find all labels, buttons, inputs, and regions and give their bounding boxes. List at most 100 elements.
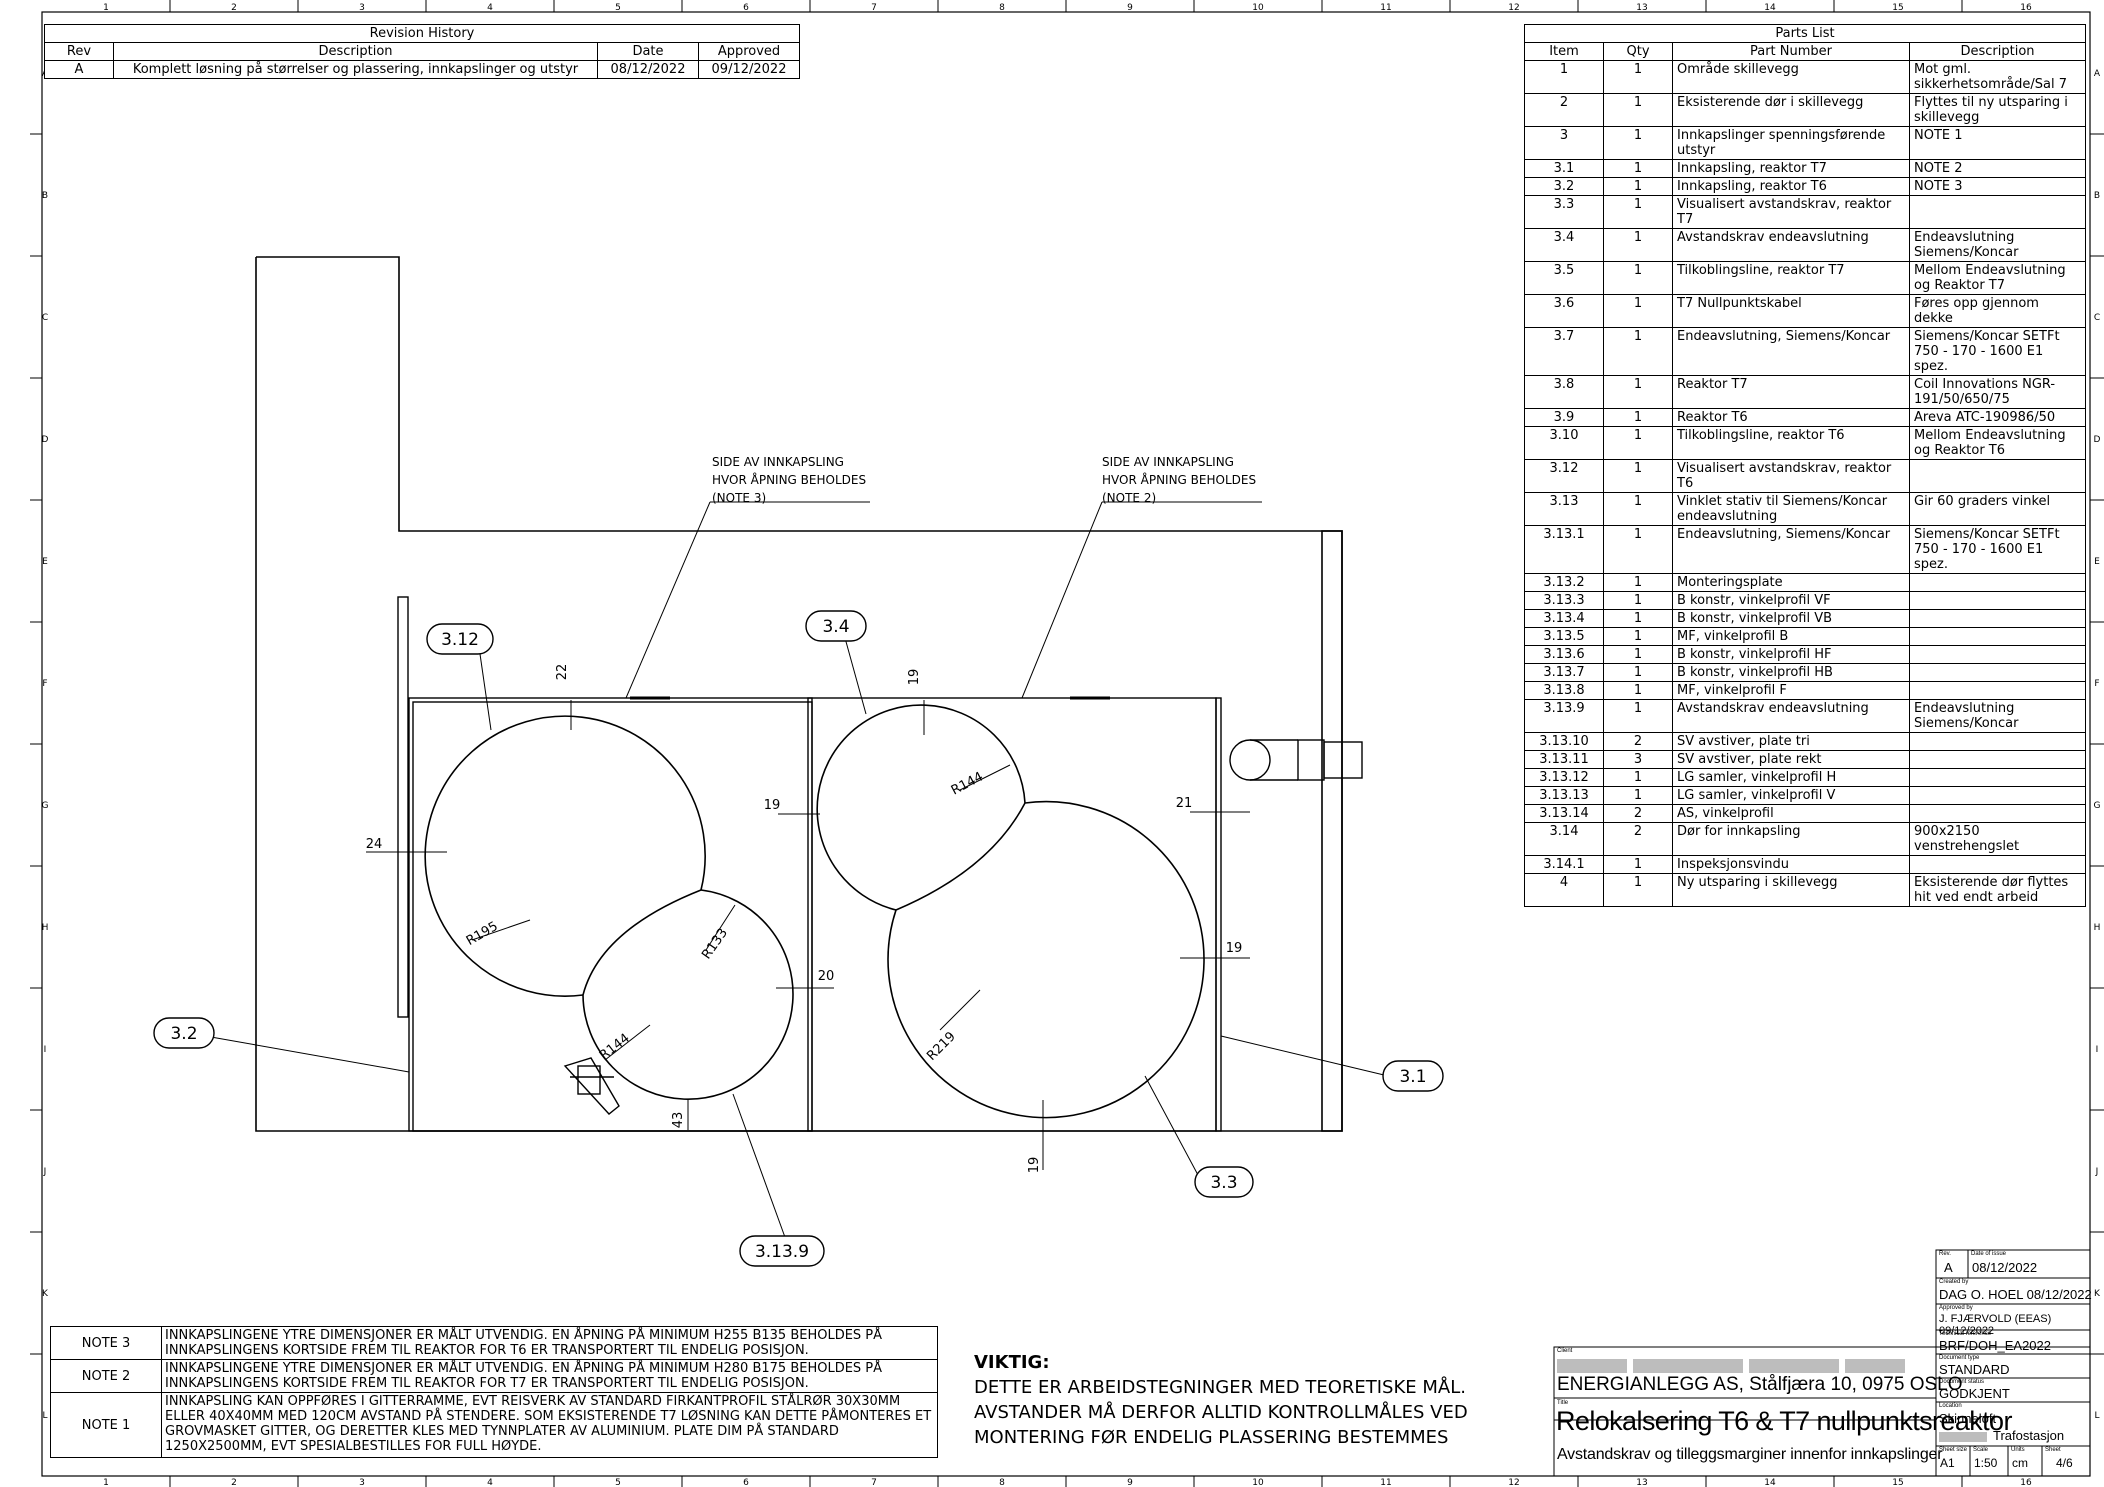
parts-item-cell: 3.3	[1524, 195, 1604, 229]
note-label: NOTE 2	[50, 1359, 162, 1393]
zone-label: 2	[231, 3, 237, 13]
balloon-frame	[1382, 1060, 1444, 1092]
parts-part-number-cell: Reaktor T7	[1672, 375, 1910, 409]
zone-label: G	[42, 801, 49, 811]
redacted-block	[1939, 1431, 1987, 1442]
leader-note-line: SIDE AV INNKAPSLING	[712, 455, 844, 469]
leader-note-line: HVOR ÅPNING BEHOLDES	[1102, 472, 1256, 487]
parts-description-cell: Eksisterende dør flyttes hit ved endt ar…	[1909, 873, 2086, 907]
parts-description-cell: Coil Innovations NGR-191/50/650/75	[1909, 375, 2086, 409]
zone-label: F	[42, 679, 47, 689]
balloon-label: 3.12	[441, 630, 479, 650]
dimension-lines	[366, 700, 1250, 1170]
zone-label: 15	[1892, 3, 1903, 13]
tb-doctype: STANDARD	[1939, 1362, 2010, 1377]
balloon-frame	[805, 610, 867, 642]
parts-item-cell: 3.13.9	[1524, 699, 1604, 733]
rev-cell: Komplett løsning på størrelser og plasse…	[113, 60, 598, 79]
balloon-label: 3.4	[822, 617, 849, 637]
zone-label: I	[2096, 1045, 2099, 1055]
zone-ticks	[30, 0, 2104, 1487]
parts-item-cell: 3.13.1	[1524, 525, 1604, 574]
zone-label: 16	[2020, 3, 2032, 13]
parts-part-number-cell: Dør for innkapsling	[1672, 822, 1910, 856]
zone-label: J	[2095, 1167, 2099, 1177]
parts-part-number-cell: Eksisterende dør i skillevegg	[1672, 93, 1910, 127]
parts-item-cell: 3.13.7	[1524, 663, 1604, 682]
parts-item-cell: 3.1	[1524, 159, 1604, 178]
zone-label: D	[2094, 435, 2101, 445]
balloon-frame	[426, 623, 494, 655]
note-text: INNKAPSLING KAN OPPFØRES I GITTERRAMME, …	[161, 1392, 938, 1458]
zone-label: 3	[359, 1478, 365, 1487]
rev-cell: 09/12/2022	[698, 60, 800, 79]
tb-sheet: 4/6	[2056, 1456, 2073, 1470]
parts-item-cell: 3.4	[1524, 228, 1604, 262]
notes-table: NOTE 3 INNKAPSLINGENE YTRE DIMENSJONER E…	[50, 1326, 938, 1458]
zone-label: E	[2094, 557, 2100, 567]
redacted-block	[1633, 1358, 1743, 1373]
tb-units-label: Units	[2011, 1447, 2025, 1453]
parts-description-cell: Mellom Endeavslutning og Reaktor T7	[1909, 261, 2086, 295]
tb-scale-label: Scale	[1973, 1447, 1989, 1453]
zone-label: 15	[1892, 1478, 1903, 1487]
zone-label: 12	[1508, 3, 1519, 13]
zone-label: 8	[999, 1478, 1005, 1487]
tb-created-label: Created by	[1939, 1279, 1969, 1285]
parts-part-number-cell: Innkapsling, reaktor T6	[1672, 177, 1910, 196]
zone-label: 5	[615, 1478, 621, 1487]
balloon-label: 3.13.9	[755, 1242, 809, 1262]
parts-qty-cell: 1	[1603, 492, 1673, 526]
parts-part-number-cell: Endeavslutning, Siemens/Koncar	[1672, 327, 1910, 376]
parts-qty-cell: 1	[1603, 699, 1673, 733]
zone-label: 13	[1636, 1478, 1647, 1487]
dimension-label: 19	[1027, 1157, 1042, 1174]
enclosures	[408, 696, 1222, 1132]
parts-description-cell: Mot gml. sikkerhetsområde/Sal 7	[1909, 60, 2086, 94]
zone-label: H	[2094, 923, 2101, 933]
zone-label: 14	[1764, 3, 1776, 13]
zone-label: 9	[1127, 1478, 1133, 1487]
zone-label: J	[43, 1167, 47, 1177]
tb-techref: BRF/DOH_EA2022	[1939, 1338, 2051, 1353]
parts-description-cell: Føres opp gjennom dekke	[1909, 294, 2086, 328]
redacted-block	[1749, 1358, 1839, 1373]
parts-item-cell: 3.6	[1524, 294, 1604, 328]
revision-history-table: Revision History Rev Description Date Ap…	[44, 24, 800, 79]
zone-label: 12	[1508, 1478, 1519, 1487]
parts-part-number-cell: Innkapslinger spenningsførende utstyr	[1672, 126, 1910, 160]
parts-description-cell: Areva ATC-190986/50	[1909, 408, 2086, 427]
clearance-circles	[424, 704, 1205, 1119]
leader-note-line: HVOR ÅPNING BEHOLDES	[712, 472, 866, 487]
parts-item-cell: 3.14	[1524, 822, 1604, 856]
dimension-label: 19	[764, 798, 781, 813]
dimension-label: 21	[1176, 796, 1193, 811]
tb-rev-label: Rev.	[1939, 1251, 1951, 1257]
table-row: A Komplett løsning på størrelser og plas…	[44, 60, 800, 79]
important-notice: VIKTIG: DETTE ER ARBEIDSTEGNINGER MED TE…	[974, 1350, 1494, 1450]
zone-label: 11	[1380, 1478, 1391, 1487]
rev-header-approved: Approved	[698, 42, 800, 61]
tb-approved-label: Approved by	[1939, 1305, 1973, 1311]
note-row: NOTE 3 INNKAPSLINGENE YTRE DIMENSJONER E…	[50, 1326, 938, 1360]
zone-label: L	[2094, 1411, 2099, 1421]
important-line: DETTE ER ARBEIDSTEGNINGER MED TEORETISKE…	[974, 1377, 1466, 1398]
zone-label: H	[42, 923, 49, 933]
tb-sheet-label: Sheet	[2045, 1447, 2061, 1453]
parts-item-cell: 3.12	[1524, 459, 1604, 493]
tb-location2: Trafostasjon	[1939, 1428, 2064, 1443]
